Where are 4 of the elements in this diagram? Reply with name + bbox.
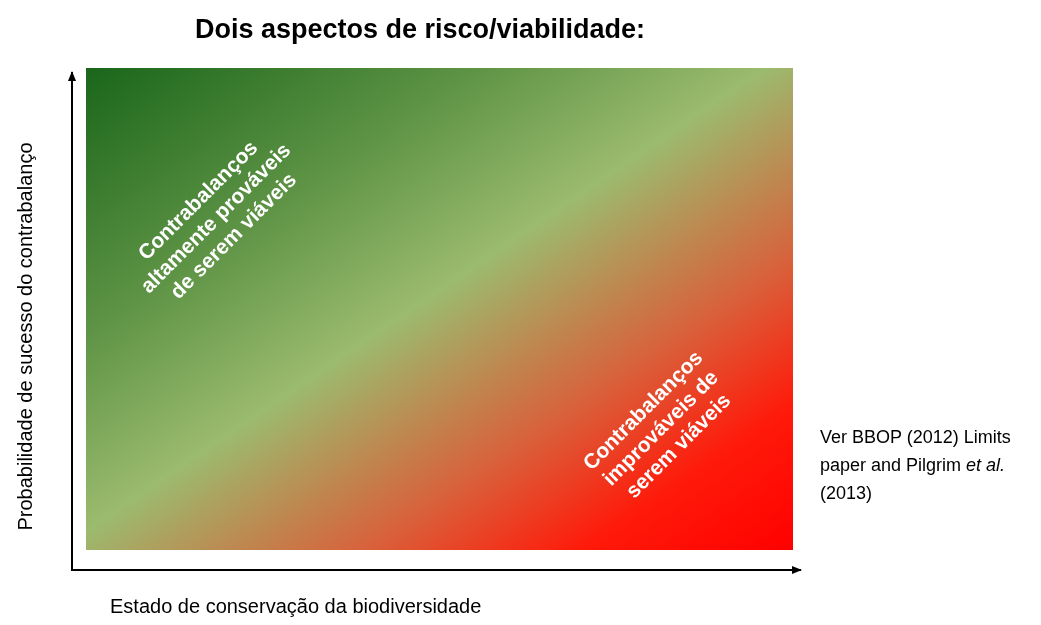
axis-title: Estado de conservação da biodiversidade [110,595,482,618]
reference-note: Ver BBOP (2012) Limits paper and Pilgrim et al. (2013) [820,426,1012,505]
axis-title: Probabilidade de sucesso do contrabalanço [13,141,37,533]
chart-title: Dois aspectos de risco/viabilidade: [193,14,647,45]
